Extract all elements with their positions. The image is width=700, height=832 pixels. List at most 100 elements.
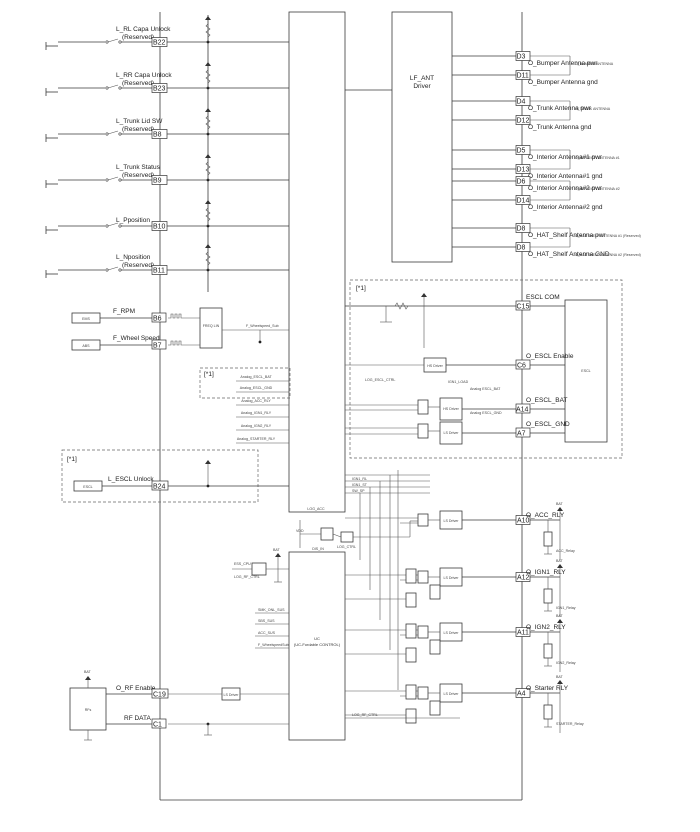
escl-ign1-label: IGN1_LOAD [448,380,469,384]
escl-bat-analog-label: Analog ESCL_BAT [470,387,501,391]
connector-pin-label: A12 [517,575,530,582]
connector-pin-label: D13 [517,167,530,174]
connector-pin-label: B8 [153,132,162,139]
switch-input: L_RL Capa Unlock(Reserved)B22 [45,16,289,50]
connector-pin-label: D5 [517,148,526,155]
escl-com-label: ESCL COM [526,294,560,301]
bus-label-3: SW_SP [352,489,365,493]
connector-pin-label: B22 [153,40,166,47]
connector-pin-label: B9 [153,178,162,185]
analog-label-3: Analog_ACC_RLY [241,399,271,403]
vdd-label: VDD [296,529,304,533]
svg-text:BAT: BAT [556,502,564,506]
antenna-note: O_HAT SHELF ANTENNA #1 (Reserved) [575,234,641,238]
switch-sub-label: (Reserved) [122,34,154,41]
pin-c6-label: C6 [517,363,526,370]
connector-pin-label: A11 [517,630,529,637]
controller-label-dis: DIS_IN [312,547,324,551]
switch-sub-label: (Reserved) [122,172,154,179]
pin-c19-label: C19 [153,692,166,699]
analog-tag: [*1] [204,371,214,378]
svg-text:LS Driver: LS Driver [444,519,460,523]
pin-a7-label: A7 [517,431,526,438]
switch-label: L_Nposition [116,254,151,261]
rf-module: RFs BAT O_RF Enable RF DATA C19 C1 LS Dr… [69,670,460,741]
svg-text:LS Driver: LS Driver [444,576,460,580]
relay-label: O_IGN1_RLY [526,569,566,576]
antenna-label: O_HAT_Shelf Antenna GND [528,251,610,258]
switch-sub-label: (Reserved) [122,80,154,87]
connector-pin-label: D6 [517,179,526,186]
connector-pin-label: D14 [517,198,530,205]
switch-input: L_RR Capa Unlock(Reserved)B23 [45,62,289,96]
switch-label: L_Pposition [116,217,150,224]
lf-ant-title: LF_ANT [410,75,434,82]
switch-label: L_Trunk Lid SW [116,118,163,125]
analog-label-1: Analog_ESCL_BAT [240,375,272,379]
relay-name: IGN1_Relay [556,606,576,610]
connector-pin-label: B23 [153,86,166,93]
pin-b7-label: B7 [153,343,162,350]
antenna-label: O_Interior Antenna#1 pwr [528,154,603,161]
escl-enable-label: O_ESCL Enable [526,353,574,360]
rf-ctrl-label: LOG_RF_CTRL [234,575,260,579]
freq-block-label: FREQ LIN [203,324,220,328]
rf-supply-label: BAT [84,670,92,674]
speed-inputs: FREQ LIN F_Wheelspeed_Sub EMS F_RPM B6 A… [71,307,289,351]
sus-label-1: SMK_ONL_SUS [258,608,285,612]
pin-b6-label: B6 [153,316,162,323]
connector-pin-label: A10 [517,518,530,525]
connector-pin-label: D8 [517,226,526,233]
connector-pin-label: D3 [517,54,526,61]
antenna-label: O_Bumper Antenna gnd [528,79,598,86]
escl-bat-driver-label: HS Driver [443,407,459,411]
connector-pin-label: D4 [517,99,526,106]
escl-ctrl-label: LOG_ESCL_CTRL [365,378,395,382]
svg-text:BAT: BAT [556,614,564,618]
connector-pin-label: B10 [153,224,166,231]
switch-label: L_RL Capa Unlock [116,26,171,33]
escl-module-label: ESCL [581,369,590,373]
antenna-note: O_INTERIOR ANTENNA #1 [575,156,620,160]
switch-sub-label: (Reserved) [122,126,154,133]
escl-bat-label: O_ESCL_BAT [526,397,567,404]
antenna-note: O_TRUNK ANTENNA [575,107,611,111]
pin-c1-label: C1 [153,722,162,729]
abs-box-label: ABS [82,344,90,348]
rf-enable-label: O_RF Enable [116,685,156,692]
controller-title: UC [314,636,320,641]
sus-label-3: ACC_SUS [258,631,276,635]
antenna-label: O_Interior Antenna#2 gnd [528,204,603,211]
rf-ls-driver-label: LS Driver [224,693,240,697]
bus-label-1: IGN1_RL [352,477,367,481]
central-controller: UC (UC-Fordable CONTROL) LOG_ACC DIS_IN [288,11,346,741]
antenna-label: O_Interior Antenna#2 pwr [528,185,603,192]
lf-ant-sub: Driver [413,83,431,90]
analog-label-4: Analog_IGN1_RLY [241,411,272,415]
connector-pin-label: B11 [153,268,165,275]
escl-unlock-input: [*1] ESCL L_ESCL Unlock B24 [61,449,289,503]
pin-c1 [151,718,167,729]
escl-gnd-analog-label: Analog ESCL_GND [470,411,502,415]
pin-c15 [515,300,531,311]
connector-pin-label: D11 [517,73,529,80]
escl-gnd-label: O_ESCL_GND [526,421,570,428]
analog-label-5: Analog_IGN2_RLY [241,424,272,428]
connector-pin-label: D8 [517,245,526,252]
escl-gnd-driver-label: LS Driver [444,431,460,435]
escl-section-tag: [*1] [356,285,366,292]
pin-b24 [151,480,169,491]
pin-c19 [151,688,169,699]
svg-text:BAT: BAT [556,675,564,679]
pin-b7 [151,339,167,350]
